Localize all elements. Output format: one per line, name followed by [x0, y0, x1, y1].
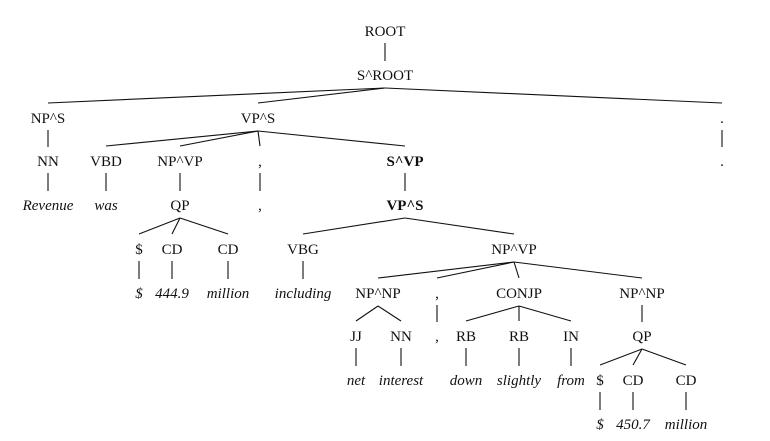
leaf-word: ,	[258, 198, 262, 214]
leaf-word: .	[720, 154, 724, 170]
phrase-node: CONJP	[496, 286, 542, 302]
branch-edge	[179, 130, 259, 147]
pos-tag-node: CD	[623, 373, 644, 389]
branch-edge	[518, 305, 572, 322]
branch-edge	[513, 261, 520, 279]
branch-edge	[632, 348, 643, 366]
phrase-node: QP	[632, 329, 651, 345]
phrase-node: NP^S	[31, 111, 66, 127]
phrase-node: VP^S	[241, 111, 276, 127]
leaf-word: was	[94, 198, 118, 214]
leaf-word: 450.7	[616, 417, 651, 433]
branch-edge	[257, 130, 406, 147]
branch-edge	[355, 305, 379, 322]
branch-edge	[377, 261, 515, 279]
leaf-word: interest	[379, 373, 424, 389]
leaf-word: net	[347, 373, 366, 389]
branch-edge	[47, 87, 386, 104]
leaf-word: ,	[435, 329, 439, 345]
pos-tag-node: RB	[456, 329, 476, 345]
branch-edge	[513, 261, 643, 279]
phrase-node: ROOT	[365, 24, 406, 40]
pos-tag-node: CD	[162, 242, 183, 258]
pos-tag-node: $	[135, 242, 143, 258]
pos-tag-node: NN	[390, 329, 412, 345]
leaf-word: Revenue	[22, 198, 74, 214]
phrase-node: VP^S	[386, 198, 423, 214]
leaf-word: down	[450, 373, 483, 389]
branch-edge	[138, 217, 181, 235]
branch-edge	[436, 261, 515, 279]
branch-edge	[257, 87, 386, 104]
phrase-node: QP	[170, 198, 189, 214]
pos-tag-node: RB	[509, 329, 529, 345]
tree-edges	[47, 43, 723, 410]
pos-tag-node: CD	[218, 242, 239, 258]
branch-edge	[302, 217, 406, 235]
branch-edge	[105, 130, 259, 147]
pos-tag-node: $	[596, 373, 604, 389]
branch-edge	[641, 348, 687, 366]
branch-edge	[465, 305, 520, 322]
leaf-word: including	[275, 286, 332, 302]
pos-tag-node: CD	[676, 373, 697, 389]
phrase-node: NP^VP	[157, 154, 202, 170]
leaf-word: 444.9	[155, 286, 189, 302]
branch-edge	[384, 87, 723, 104]
phrase-node: NP^NP	[619, 286, 664, 302]
branch-edge	[179, 217, 229, 235]
pos-tag-node: VBG	[287, 242, 319, 258]
leaf-word: from	[557, 373, 585, 389]
phrase-node: NP^NP	[355, 286, 400, 302]
pos-tag-node: VBD	[90, 154, 122, 170]
phrase-node: NP^VP	[491, 242, 536, 258]
pos-tag-node: JJ	[350, 329, 362, 345]
leaf-word: million	[207, 286, 250, 302]
leaf-word: $	[596, 417, 604, 433]
pos-tag-node: ,	[435, 286, 439, 302]
leaf-word: slightly	[497, 373, 542, 389]
leaf-word: $	[135, 286, 143, 302]
phrase-node: S^VP	[386, 154, 423, 170]
pos-tag-node: IN	[563, 329, 579, 345]
branch-edge	[171, 217, 181, 235]
leaf-word: million	[665, 417, 708, 433]
pos-tag-node: NN	[37, 154, 59, 170]
pos-tag-node: .	[720, 111, 724, 127]
branch-edge	[257, 130, 261, 147]
phrase-node: S^ROOT	[357, 68, 413, 84]
branch-edge	[377, 305, 402, 322]
branch-edge	[404, 217, 515, 235]
pos-tag-node: ,	[258, 154, 262, 170]
branch-edge	[599, 348, 643, 366]
tree-labels: ROOT S^ROOT NP^S VP^S. NN VBD NP^VP, S^VP. Reven…	[22, 24, 724, 433]
